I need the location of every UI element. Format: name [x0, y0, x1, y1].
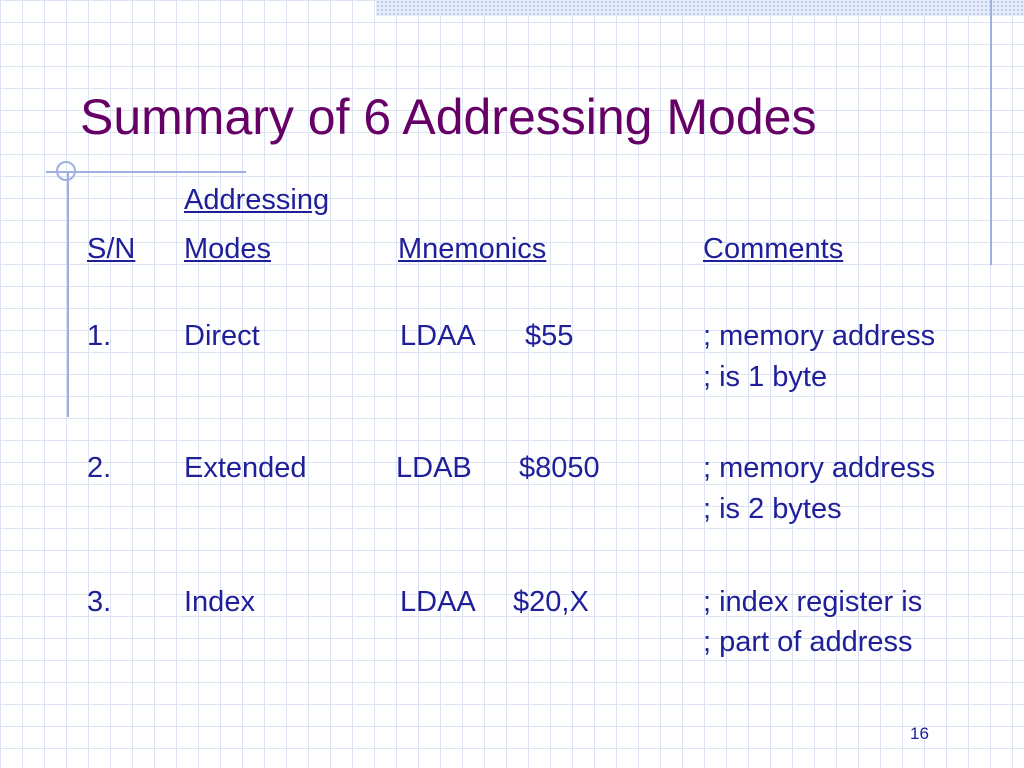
- row-3-op: LDAA: [400, 586, 476, 618]
- row-2-comment-line1: ; memory address: [703, 452, 936, 484]
- row-3-comment-line2: ; part of address: [703, 626, 913, 658]
- row-1-operand: $55: [525, 320, 574, 352]
- crosshair-circle-icon: [56, 161, 76, 181]
- header-comments: Comments: [703, 233, 844, 265]
- header-modes: Modes: [184, 233, 272, 265]
- row-1-comment-line1: ; memory address: [703, 320, 936, 352]
- header-addressing: Addressing: [184, 184, 330, 216]
- row-3-sn: 3.: [87, 586, 112, 618]
- header-mnemonics: Mnemonics: [398, 233, 547, 265]
- row-3-operand: $20,X: [513, 586, 589, 618]
- row-2-mode: Extended: [184, 452, 307, 484]
- row-2-op: LDAB: [396, 452, 472, 484]
- row-1-sn: 1.: [87, 320, 112, 352]
- row-2-sn: 2.: [87, 452, 112, 484]
- decorative-vertical-line-right: [990, 0, 992, 265]
- header-sn: S/N: [87, 233, 136, 265]
- row-2-comment-line2: ; is 2 bytes: [703, 493, 842, 525]
- slide-number: 16: [910, 724, 929, 743]
- decorative-horizontal-line: [46, 171, 246, 173]
- row-1-mode: Direct: [184, 320, 260, 352]
- row-3-comment-line1: ; index register is: [703, 586, 923, 618]
- row-3-mode: Index: [184, 586, 255, 618]
- row-1-comment-line2: ; is 1 byte: [703, 361, 828, 393]
- decorative-vertical-line-left: [67, 172, 69, 417]
- row-1-op: LDAA: [400, 320, 476, 352]
- row-2-operand: $8050: [519, 452, 600, 484]
- slide-title: Summary of 6 Addressing Modes: [80, 89, 817, 145]
- top-decorative-band: [376, 0, 1024, 16]
